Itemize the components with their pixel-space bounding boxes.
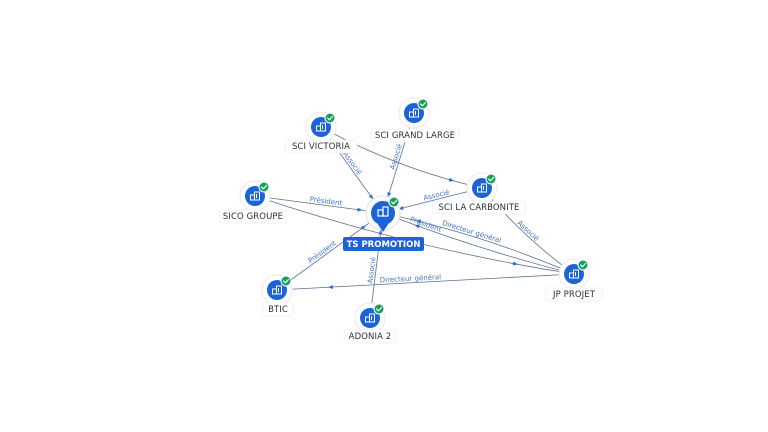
node-label-bg <box>262 302 294 317</box>
edge-label: Associé <box>341 150 363 176</box>
building-icon <box>250 191 260 201</box>
edge-arrow-icon <box>512 261 519 266</box>
center-label[interactable]: TS PROMOTION <box>347 240 421 250</box>
center-label-bg <box>343 237 424 251</box>
edge-label: Associé <box>388 143 403 171</box>
edge-label: Directeur général <box>380 273 442 284</box>
node-label-bg <box>218 209 287 224</box>
edge-line <box>320 126 483 189</box>
node-label[interactable]: ADONIA 2 <box>349 332 392 342</box>
edge-arrow-icon <box>368 194 374 200</box>
node-sci-la-carbonite[interactable]: SCI LA CARBONITE <box>431 172 526 215</box>
building-icon <box>477 183 487 193</box>
node-label[interactable]: SCI VICTORIA <box>292 142 350 152</box>
edge-jp-projet-to-btic: Directeur général <box>276 273 575 291</box>
verified-check-icon <box>388 196 400 208</box>
edge-label: Associé <box>516 219 541 243</box>
building-icon <box>365 313 375 323</box>
verified-check-icon <box>280 275 292 287</box>
verified-check-icon <box>258 181 270 193</box>
edge-line <box>276 273 575 291</box>
node-sico-groupe[interactable]: SICO GROUPE <box>218 180 287 224</box>
center-node-pin-tip <box>377 223 389 232</box>
node-label[interactable]: JP PROJET <box>552 290 596 300</box>
edge-label: Associé <box>366 257 377 284</box>
node-label-bg <box>343 329 397 344</box>
edge-sci-victoria-to-sci-la-carbonite <box>320 126 483 189</box>
building-icon <box>377 206 389 217</box>
edge-arrow-icon <box>327 284 334 289</box>
node-label-bg <box>545 287 603 302</box>
edge-label: Président <box>307 239 338 265</box>
node-btic[interactable]: BTIC <box>261 274 294 317</box>
verified-check-icon <box>373 303 385 315</box>
edge-arrow-icon <box>414 224 420 229</box>
edge-line <box>382 212 575 275</box>
building-icon <box>272 285 282 295</box>
edge-arrow-icon <box>448 177 455 182</box>
node-adonia-2[interactable]: ADONIA 2 <box>343 302 397 344</box>
edge-arrow-icon <box>357 207 363 212</box>
verified-check-icon <box>324 112 336 124</box>
node-sci-victoria[interactable]: SCI VICTORIA <box>284 111 358 154</box>
edge-label: Directeur général <box>441 219 502 245</box>
nodes-layer: SCI VICTORIA SCI GRAND LARGE SCI LA CARBON… <box>218 97 603 344</box>
node-label[interactable]: BTIC <box>268 305 288 315</box>
verified-check-icon <box>577 259 589 271</box>
building-icon <box>569 269 579 279</box>
node-label-bg <box>370 128 460 143</box>
edge-arrow-icon <box>360 225 366 230</box>
verified-check-icon <box>485 173 497 185</box>
verified-check-icon <box>417 98 429 110</box>
building-icon <box>409 108 419 118</box>
node-label-bg <box>284 139 358 154</box>
edge-label: Président <box>409 215 443 234</box>
node-label-bg <box>431 200 526 215</box>
node-label[interactable]: SCI LA CARBONITE <box>438 203 519 213</box>
node-label[interactable]: SICO GROUPE <box>223 212 283 222</box>
edge-arrow-icon <box>415 219 422 224</box>
building-icon <box>316 122 326 132</box>
edge-line <box>382 212 575 275</box>
node-jp-projet[interactable]: JP PROJET <box>545 258 603 302</box>
edge-label: Associé <box>423 188 451 202</box>
center-node[interactable]: TS PROMOTION <box>343 195 424 251</box>
edge-arrow-icon <box>387 192 392 198</box>
node-sci-grand-large[interactable]: SCI GRAND LARGE <box>370 97 460 143</box>
node-label[interactable]: SCI GRAND LARGE <box>375 131 455 141</box>
